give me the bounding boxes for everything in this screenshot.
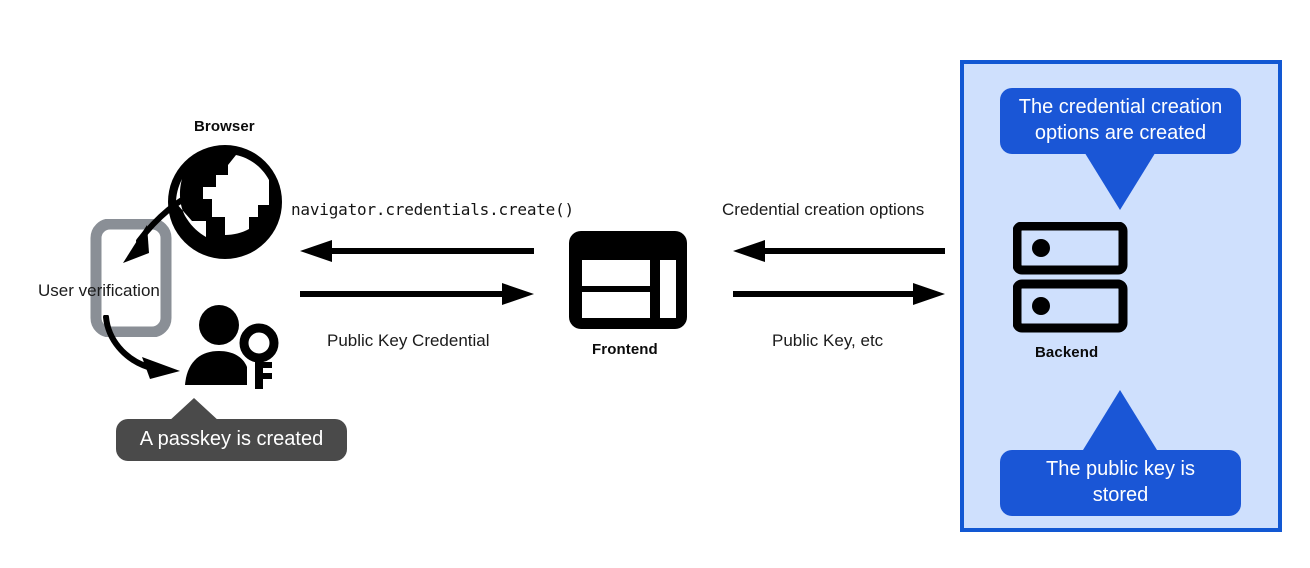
- passkey-created-bubble-text: A passkey is created: [139, 428, 324, 451]
- public-key-stored-bubble: The public key is stored: [1000, 450, 1241, 516]
- frontend-to-backend-bottom-arrow: [733, 283, 945, 305]
- server-rack-icon: [1012, 221, 1137, 336]
- credential-options-bubble-text: The credential creation options are crea…: [1018, 96, 1223, 144]
- window-layout-icon: [568, 230, 688, 330]
- passkey-created-bubble: A passkey is created: [116, 419, 347, 461]
- public-key-credential-label: Public Key Credential: [327, 331, 490, 350]
- public-key-etc-label: Public Key, etc: [772, 331, 884, 350]
- navigator-create-label: navigator.credentials.create(): [291, 200, 574, 219]
- globe-icon: [166, 143, 284, 261]
- credential-creation-options-label: Credential creation options: [722, 200, 925, 219]
- public-key-stored-bubble-text: The public key is stored: [1046, 458, 1195, 506]
- backend-label: Backend: [1035, 344, 1099, 361]
- phone-to-user-arrow: [98, 314, 208, 387]
- browser-to-phone-arrow: [95, 185, 215, 280]
- public-key-stored-bubble-tail: [1083, 390, 1157, 450]
- passkey-created-bubble-tail: [168, 398, 220, 422]
- frontend-to-backend-top-arrow: [733, 240, 945, 262]
- browser-to-frontend-top-arrow: [300, 240, 534, 262]
- browser-to-frontend-bottom-arrow: [300, 283, 534, 305]
- credential-options-bubble-tail: [1083, 150, 1157, 210]
- browser-label: Browser: [194, 118, 255, 135]
- user-verification-label: User verification: [38, 281, 160, 300]
- credential-options-bubble: The credential creation options are crea…: [1000, 88, 1241, 154]
- user-with-key-icon: [185, 305, 285, 393]
- frontend-label: Frontend: [592, 341, 658, 358]
- mobile-phone-icon: [90, 218, 172, 338]
